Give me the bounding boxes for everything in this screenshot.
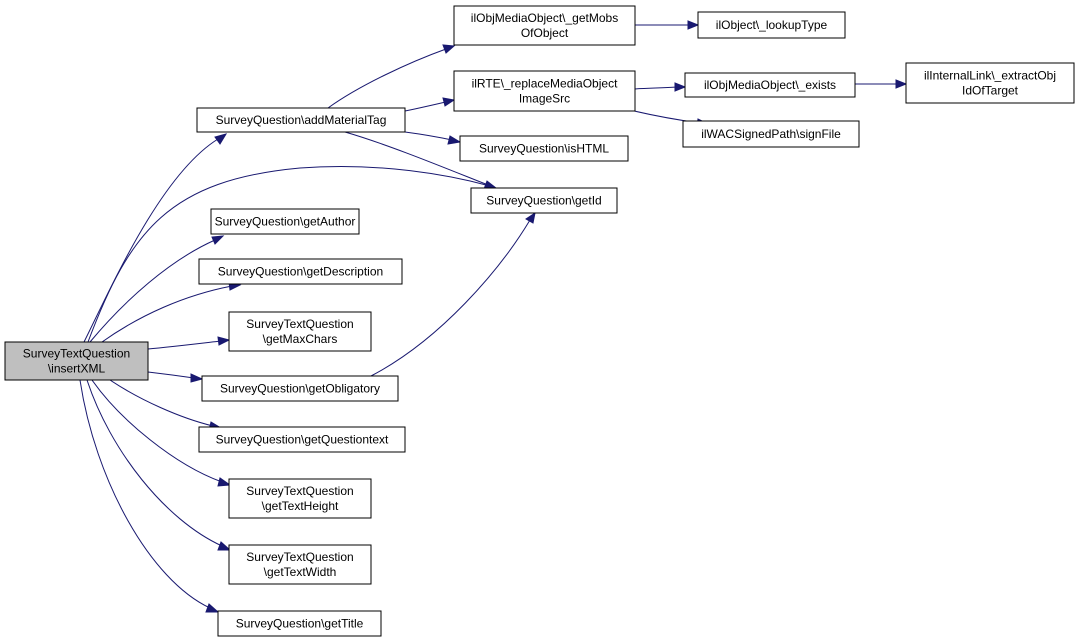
arrowhead	[525, 211, 536, 224]
edge-insertxml-getobligatory	[147, 371, 195, 379]
edge-insertxml-gettextheight	[91, 379, 223, 483]
arrowhead	[442, 44, 456, 54]
node-gettextheight[interactable]: SurveyTextQuestion\getTextHeight	[228, 478, 372, 519]
arrowhead	[217, 336, 231, 346]
node-box	[684, 72, 856, 98]
node-getdescription[interactable]: SurveyQuestion\getDescription	[198, 258, 403, 285]
arrowhead	[674, 82, 687, 92]
node-exists[interactable]: ilObjMediaObject\_exists	[684, 72, 856, 98]
node-label: SurveyQuestion\getTitle	[236, 617, 364, 631]
node-box	[905, 62, 1075, 104]
node-signfile[interactable]: ilWACSignedPath\signFile	[682, 120, 860, 148]
node-box	[453, 5, 636, 46]
node-getid[interactable]: SurveyQuestion\getId	[470, 187, 618, 214]
edge-addmaterialtag-getmobsofobject	[327, 48, 447, 109]
node-box	[459, 135, 629, 162]
node-label: SurveyQuestion\getDescription	[218, 265, 383, 279]
node-getauthor[interactable]: SurveyQuestion\getAuthor	[210, 208, 360, 235]
node-label: ImageSrc	[519, 92, 570, 106]
arrowhead	[217, 477, 232, 487]
node-label: ilObject\_lookupType	[716, 18, 828, 32]
arrowhead	[447, 135, 462, 145]
edge-insertxml-gettextwidth	[86, 379, 223, 547]
node-getquestiontext[interactable]: SurveyQuestion\getQuestiontext	[198, 426, 406, 453]
node-box	[470, 187, 618, 214]
node-label: IdOfTarget	[962, 84, 1019, 98]
node-label: SurveyQuestion\getId	[486, 194, 601, 208]
node-label: \getTextHeight	[262, 499, 339, 513]
node-gettitle[interactable]: SurveyQuestion\getTitle	[217, 610, 382, 637]
node-ishtml[interactable]: SurveyQuestion\isHTML	[459, 135, 629, 162]
node-label: ilObjMediaObject\_exists	[704, 78, 836, 92]
edge-insertxml-getid	[87, 166, 491, 343]
node-box	[198, 426, 406, 453]
node-label: SurveyTextQuestion	[246, 550, 353, 564]
edge-insertxml-getquestiontext	[109, 379, 214, 427]
edge-addmaterialtag-replacemediaobjectimagesrc	[404, 101, 447, 112]
node-box	[697, 11, 846, 39]
node-box	[228, 478, 372, 519]
arrowhead	[442, 97, 456, 107]
node-box	[4, 341, 149, 381]
edge-insertxml-getauthor	[89, 239, 216, 343]
node-label: OfObject	[521, 26, 569, 40]
node-label: SurveyQuestion\addMaterialTag	[216, 113, 387, 127]
node-label: ilObjMediaObject\_getMobs	[471, 11, 618, 25]
arrowhead	[190, 373, 204, 383]
arrowhead	[687, 20, 700, 30]
edge-getobligatory-getid	[370, 219, 531, 377]
edge-addmaterialtag-getid	[344, 131, 489, 186]
node-label: SurveyTextQuestion	[246, 317, 353, 331]
node-label: SurveyQuestion\isHTML	[479, 142, 609, 156]
node-box	[228, 544, 372, 585]
node-label: SurveyQuestion\getObligatory	[220, 382, 380, 396]
arrowhead	[205, 603, 220, 613]
edge-insertxml-addmaterialtag	[83, 138, 219, 343]
node-layer: SurveyTextQuestion\insertXML SurveyQuest…	[4, 5, 1075, 637]
node-box	[453, 70, 636, 112]
node-label: ilRTE\_replaceMediaObject	[472, 77, 619, 91]
node-box	[228, 311, 372, 352]
node-label: SurveyQuestion\getQuestiontext	[216, 433, 389, 447]
node-box	[217, 610, 382, 637]
node-addmaterialtag[interactable]: SurveyQuestion\addMaterialTag	[196, 107, 406, 133]
node-box	[201, 375, 399, 402]
node-box	[198, 258, 403, 285]
node-box	[196, 107, 406, 133]
edge-insertxml-getmaxchars	[147, 340, 222, 350]
node-gettextwidth[interactable]: SurveyTextQuestion\getTextWidth	[228, 544, 372, 585]
edge-replacemediaobjectimagesrc-exists	[633, 86, 678, 90]
arrowhead	[214, 133, 228, 145]
node-label: ilWACSignedPath\signFile	[701, 127, 841, 141]
node-label: ilInternalLink\_extractObj	[924, 69, 1056, 83]
arrowhead	[211, 235, 225, 245]
node-label: SurveyTextQuestion	[23, 347, 130, 361]
node-box	[210, 208, 360, 235]
edge-insertxml-gettitle	[79, 379, 211, 609]
node-insertxml[interactable]: SurveyTextQuestion\insertXML	[4, 341, 149, 381]
node-label: \getMaxChars	[263, 332, 338, 346]
node-getobligatory[interactable]: SurveyQuestion\getObligatory	[201, 375, 399, 402]
node-label: \getTextWidth	[264, 565, 337, 579]
node-getmaxchars[interactable]: SurveyTextQuestion\getMaxChars	[228, 311, 372, 352]
node-label: \insertXML	[48, 362, 106, 376]
node-lookuptype[interactable]: ilObject\_lookupType	[697, 11, 846, 39]
arrowhead	[895, 79, 908, 89]
edge-addmaterialtag-ishtml	[404, 131, 453, 141]
node-label: SurveyQuestion\getAuthor	[215, 215, 356, 229]
node-box	[682, 120, 860, 148]
arrowhead	[217, 541, 232, 551]
node-label: SurveyTextQuestion	[246, 484, 353, 498]
edge-insertxml-getdescription	[101, 285, 233, 343]
